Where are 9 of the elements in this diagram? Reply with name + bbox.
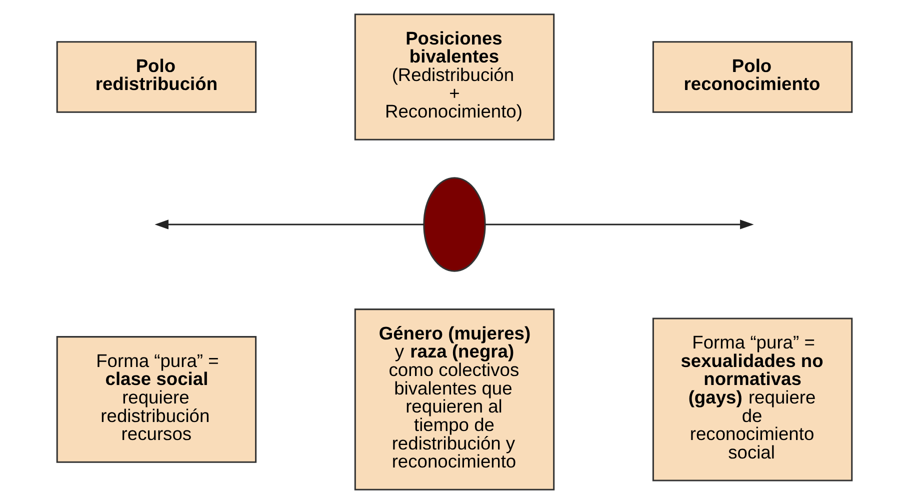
node-box: Polo reconocimiento	[652, 41, 853, 113]
arrow	[154, 220, 424, 230]
node-box: Forma “pura” = sexualidades no normativas (gays) requiere de reconocimiento social	[652, 318, 853, 482]
arrow	[485, 220, 754, 230]
node-box: Forma “pura” = clase social requiere redistribución recursos	[56, 336, 257, 463]
node-box: Posiciones bivalentes (Redistribución + Reconocimiento)	[354, 14, 555, 140]
node-box: Género (mujeres) y raza (negra) como colectivos bivalentes que requieren al tiempo de redistribución y reconocimiento	[354, 308, 555, 490]
node-box: Polo redistribución	[56, 41, 257, 113]
node-circle	[423, 177, 486, 272]
